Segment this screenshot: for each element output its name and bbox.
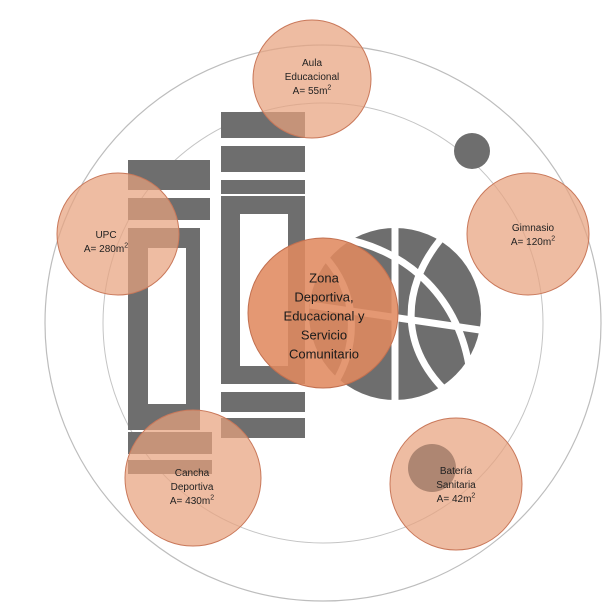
node-center xyxy=(247,237,399,389)
center-line-1: Zona xyxy=(309,270,339,286)
node-bateria-dot xyxy=(408,444,456,492)
node-cancha xyxy=(124,409,262,547)
block-top-2 xyxy=(221,146,305,172)
cancha-line-1: Cancha xyxy=(174,468,210,479)
aula-area-value: A= 55m xyxy=(292,86,328,97)
center-line-5: Comunitario xyxy=(288,346,360,362)
cancha-line-2: Deportiva xyxy=(170,482,214,493)
block-bottom-1 xyxy=(221,392,305,412)
cancha-area-sup: 2 xyxy=(210,494,215,502)
label-cancha: Cancha Deportiva A= 430m2 xyxy=(170,467,214,509)
block-top-3 xyxy=(221,180,305,194)
cancha-area-value: A= 430m xyxy=(169,496,211,507)
nodes xyxy=(56,19,590,551)
node-gimnasio xyxy=(466,172,590,296)
label-center: Zona Deportiva, Educacional y Servicio C… xyxy=(284,269,365,364)
label-aula: Aula Educacional A= 55m2 xyxy=(285,57,339,99)
gimnasio-line-1: Gimnasio xyxy=(511,223,555,234)
cancha-area: A= 430m2 xyxy=(170,495,214,509)
node-upc xyxy=(56,172,180,296)
bateria-area-sup: 2 xyxy=(471,492,476,500)
aula-area-sup: 2 xyxy=(327,84,332,92)
aula-line-2: Educacional xyxy=(284,72,340,83)
small-dot xyxy=(454,133,490,169)
bateria-area-value: A= 42m xyxy=(436,494,472,505)
upc-area: A= 280m2 xyxy=(84,243,128,257)
gimnasio-area-value: A= 120m xyxy=(510,237,552,248)
upc-area-sup: 2 xyxy=(124,242,129,250)
center-line-3: Educacional y xyxy=(283,308,365,324)
bateria-area: A= 42m2 xyxy=(436,492,476,507)
upc-area-value: A= 280m xyxy=(83,244,125,255)
label-bateria: Batería Sanitaria A= 42m2 xyxy=(436,465,475,507)
gimnasio-area: A= 120m2 xyxy=(511,236,555,250)
label-upc: UPC A= 280m2 xyxy=(84,229,128,257)
aula-line-1: Aula xyxy=(301,58,323,69)
center-line-2: Deportiva, xyxy=(294,289,354,305)
bateria-line-2: Sanitaria xyxy=(436,480,476,491)
frame-left-inner xyxy=(156,260,178,390)
node-aula xyxy=(252,19,372,139)
bateria-line-1: Batería xyxy=(439,466,473,477)
center-line-4: Servicio xyxy=(300,327,348,343)
label-gimnasio: Gimnasio A= 120m2 xyxy=(511,222,555,250)
upc-line-1: UPC xyxy=(95,230,117,241)
gimnasio-area-sup: 2 xyxy=(551,235,556,243)
aula-area: A= 55m2 xyxy=(285,85,339,99)
